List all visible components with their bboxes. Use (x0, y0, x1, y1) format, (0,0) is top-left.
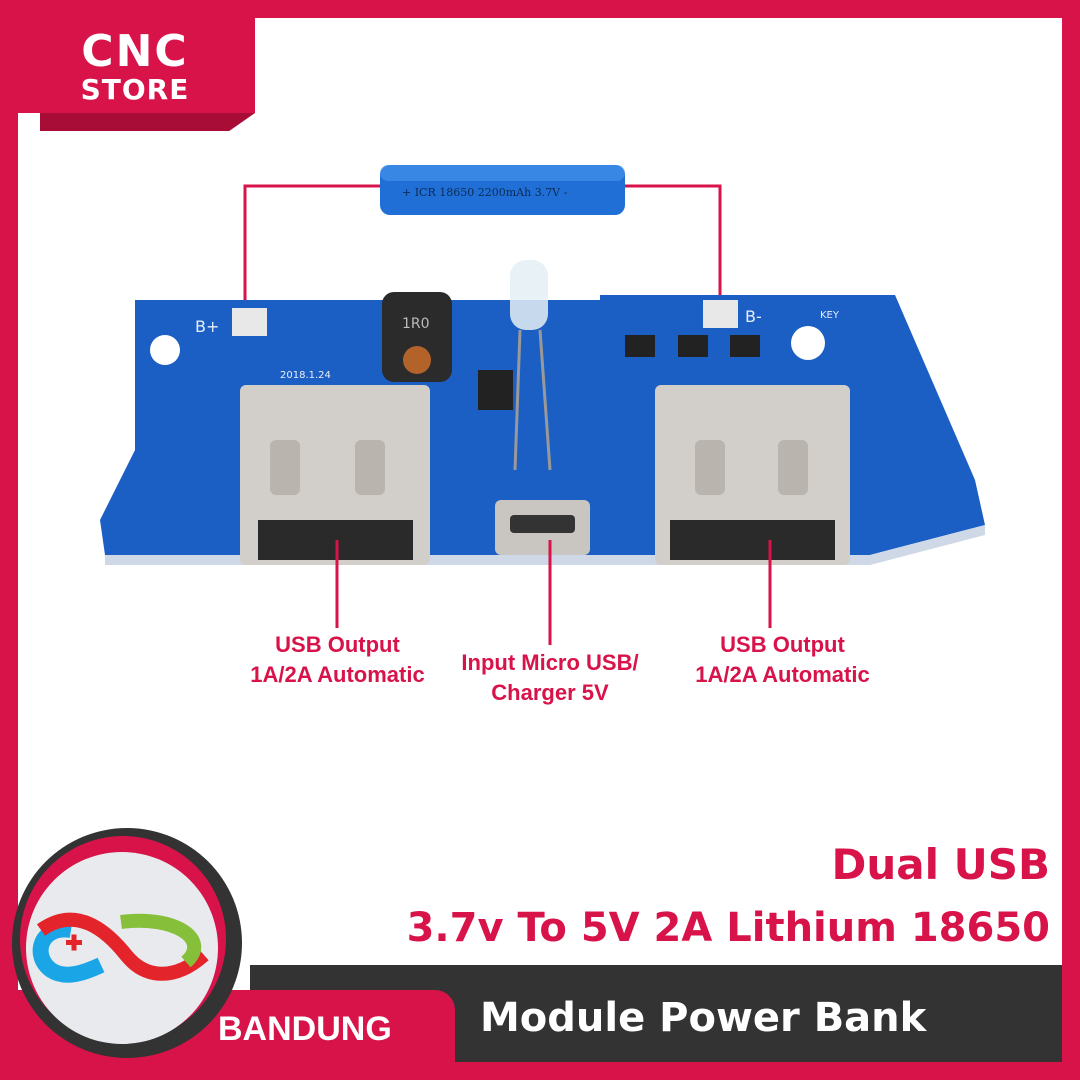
micro-usb-port (495, 500, 590, 555)
pad-b-plus (232, 308, 267, 336)
chip (678, 335, 708, 357)
pad-b-minus (703, 300, 738, 328)
battery-label: + ICR 18650 2200mAh 3.7V - (402, 186, 568, 199)
callout-right: USB Output 1A/2A Automatic (650, 630, 915, 690)
callout-center-line2: Charger 5V (491, 680, 609, 705)
callout-left: USB Output 1A/2A Automatic (205, 630, 470, 690)
svg-text:B-: B- (745, 307, 762, 326)
usb-port-right (655, 385, 850, 565)
logo-bevel (40, 113, 255, 131)
chip (730, 335, 760, 357)
chip (478, 370, 513, 410)
callout-right-line2: 1A/2A Automatic (695, 662, 870, 687)
mount-hole (791, 326, 825, 360)
callout-center-line1: Input Micro USB/ (461, 650, 639, 675)
logo-line1: CNC (81, 26, 189, 77)
wire-positive (243, 184, 385, 318)
chip (625, 335, 655, 357)
svg-text:B+: B+ (195, 317, 219, 336)
callout-center: Input Micro USB/ Charger 5V (420, 648, 680, 708)
title-line2: 3.7v To 5V 2A Lithium 18650 (406, 905, 1050, 951)
cnc-store-logo: CNC STORE (15, 15, 255, 113)
wire-negative (622, 184, 722, 312)
title-line3: Module Power Bank (480, 995, 927, 1041)
callout-left-line1: USB Output (275, 632, 400, 657)
bottom-strip (0, 1062, 1080, 1080)
inductor (382, 292, 452, 382)
callout-left-line2: 1A/2A Automatic (250, 662, 425, 687)
svg-text:1R0: 1R0 (402, 316, 430, 332)
title-line1: Dual USB (831, 840, 1051, 889)
logo-line2: STORE (80, 73, 190, 106)
usb-port-left (240, 385, 430, 565)
svg-text:KEY: KEY (820, 310, 840, 321)
svg-text:2018.1.24: 2018.1.24 (280, 370, 331, 381)
led (510, 260, 548, 330)
mount-hole (150, 335, 180, 365)
city-label: BANDUNG (218, 1010, 392, 1048)
callout-right-line1: USB Output (720, 632, 845, 657)
infinity-medical-logo-icon (32, 912, 209, 983)
